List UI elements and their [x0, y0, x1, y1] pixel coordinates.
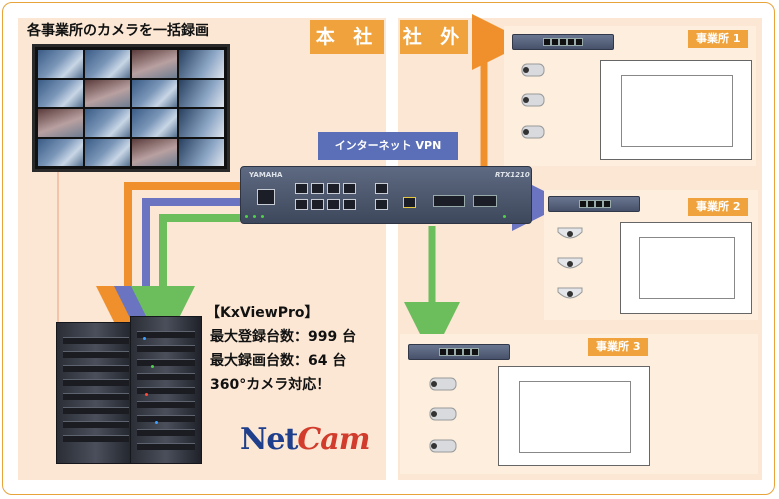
router-lan2-port: [375, 183, 388, 194]
max-cameras-text: 最大登録台数：999 台: [210, 329, 357, 345]
router-lan-port: [311, 199, 324, 210]
camera-icon: [521, 125, 545, 139]
camera-360-text: 360°カメラ対応！: [210, 377, 331, 393]
router-lan-port: [327, 183, 340, 194]
router-model: RTX1210: [495, 171, 530, 179]
office-2-label: 事業所 2: [688, 198, 749, 216]
router-led: [261, 215, 264, 218]
max-recording-text: 最大録画台数：64 台: [210, 353, 347, 369]
camera-icon: [429, 377, 457, 391]
router-lan-port: [343, 199, 356, 210]
router-led: [503, 215, 506, 218]
router-led: [245, 215, 248, 218]
office-3-switch: [408, 344, 510, 360]
vpn-label: インターネット VPN: [318, 132, 458, 160]
office-1-floor-plan: [600, 60, 752, 160]
main-router: YAMAHA RTX1210: [240, 166, 532, 224]
server-rack: [130, 316, 202, 464]
router-lan-port: [311, 183, 324, 194]
monitor-caption: 各事業所のカメラを一括録画: [27, 23, 209, 39]
office-1-label: 事業所 1: [688, 30, 749, 48]
router-lan2-port: [375, 199, 388, 210]
server-rack: [56, 322, 136, 464]
dome-camera-icon: [557, 287, 583, 299]
office-3-floor-plan: [498, 366, 650, 466]
camera-wall-monitor: [32, 44, 230, 172]
software-name: 【KxViewPro】: [206, 305, 319, 321]
camera-icon: [521, 93, 545, 107]
office-2-switch: [548, 196, 640, 212]
router-usb-slot: [473, 195, 497, 207]
office-2-floor-plan: [620, 222, 752, 314]
headquarters-tag: 本 社: [310, 20, 384, 54]
router-brand: YAMAHA: [249, 171, 283, 179]
office-1-switch: [512, 34, 614, 50]
router-wan-port: [403, 197, 416, 208]
office-3-label: 事業所 3: [588, 338, 649, 356]
dome-camera-icon: [557, 227, 583, 239]
router-lan-port: [327, 199, 340, 210]
dome-camera-icon: [557, 257, 583, 269]
external-tag: 社 外: [400, 20, 468, 54]
camera-icon: [521, 63, 545, 77]
camera-icon: [429, 439, 457, 453]
router-led: [253, 215, 256, 218]
router-console-port: [257, 189, 275, 205]
camera-icon: [429, 407, 457, 421]
router-sd-slot: [433, 195, 465, 207]
netcam-logo: NetCam: [240, 422, 370, 457]
router-lan-port: [295, 183, 308, 194]
router-lan-port: [295, 199, 308, 210]
router-lan-port: [343, 183, 356, 194]
